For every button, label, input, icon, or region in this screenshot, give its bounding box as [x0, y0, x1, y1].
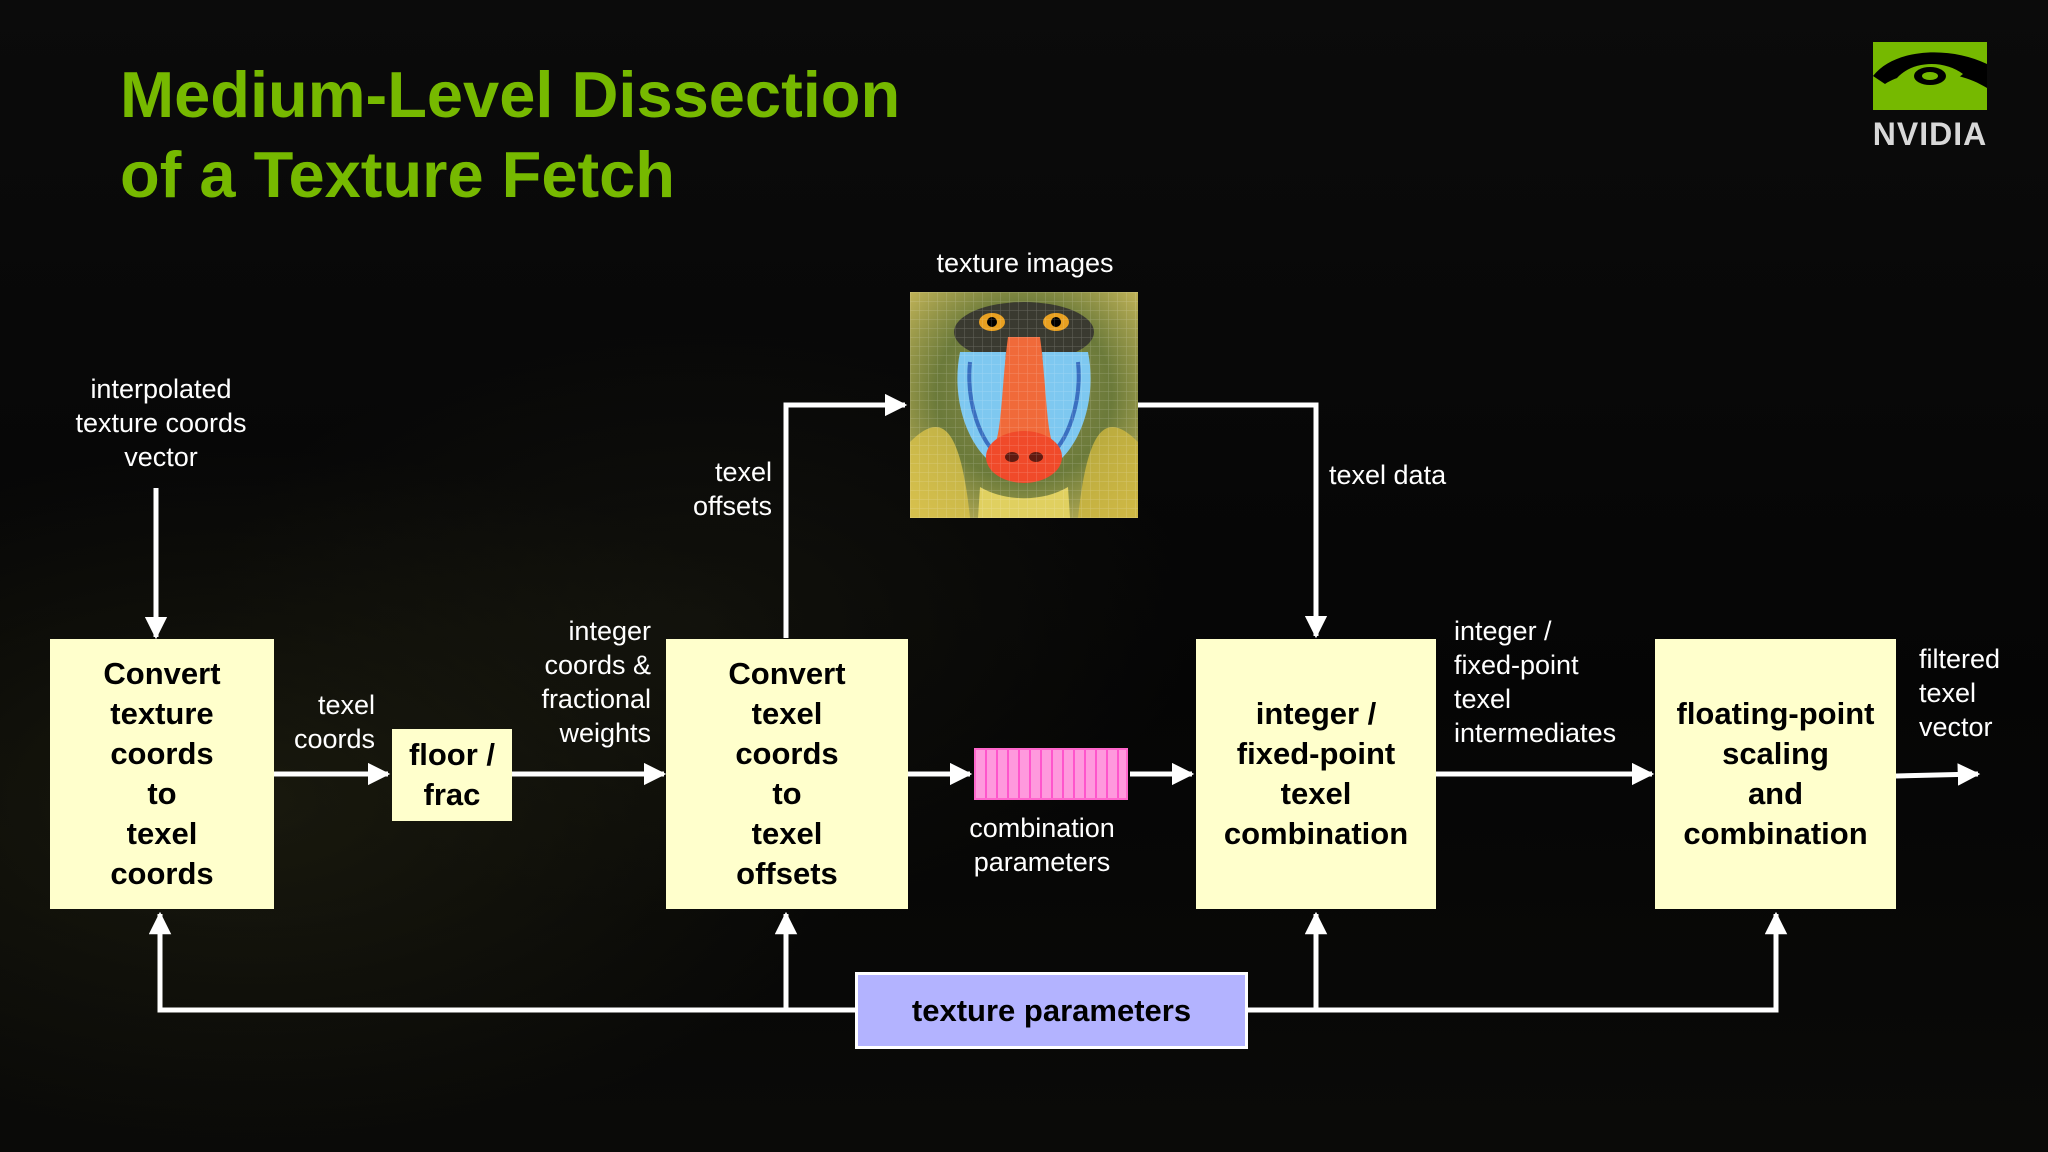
floor-frac-box: floor / frac — [392, 729, 512, 821]
texture-parameters-text: texture parameters — [911, 992, 1192, 1028]
nvidia-logo: NVIDIA — [1855, 38, 2005, 156]
nvidia-wordmark: NVIDIA — [1872, 116, 1988, 152]
texel-coords-label: texel coords — [293, 690, 375, 754]
combination-parameters-register — [974, 748, 1128, 800]
integer-coords-label: integer coords & fractional weights — [541, 616, 651, 748]
arrow-params-to-box4 — [1248, 911, 1788, 1013]
arrow-texel-offsets — [783, 393, 908, 638]
float-scaling-text: floating-point scaling and combination — [1676, 696, 1875, 851]
title-line-2: of a Texture Fetch — [120, 138, 676, 211]
arrow-params-to-box1 — [148, 911, 855, 1013]
arrow-filtered-output — [1895, 763, 1981, 786]
convert-texture-box: Convert texture coords to texel coords — [50, 639, 274, 909]
texel-data-label: texel data — [1329, 460, 1447, 490]
texture-image — [910, 292, 1138, 518]
intermediates-label: integer / fixed-point texel intermediate… — [1454, 616, 1617, 748]
texture-parameters-box: texture parameters — [855, 972, 1248, 1049]
convert-texture-text: Convert texture coords to texel coords — [103, 656, 221, 891]
title-line-1: Medium-Level Dissection — [120, 58, 901, 131]
convert-offsets-text: Convert texel coords to texel offsets — [728, 656, 846, 891]
convert-offsets-box: Convert texel coords to texel offsets — [666, 639, 908, 909]
nvidia-eye-icon — [1873, 42, 1987, 110]
combination-parameters-label: combination parameters — [969, 813, 1115, 877]
slide-title: Medium-Level Dissection of a Texture Fet… — [120, 55, 900, 215]
arrow-texel-data — [1138, 402, 1328, 639]
floor-frac-text: floor / frac — [408, 737, 496, 812]
mandrill-texture-icon — [910, 292, 1138, 518]
float-scaling-box: floating-point scaling and combination — [1655, 639, 1896, 909]
interpolated-vector-label: interpolated texture coords vector — [75, 374, 247, 472]
texel-offsets-label: texel offsets — [692, 457, 772, 521]
integer-combination-box: integer / fixed-point texel combination — [1196, 639, 1436, 909]
integer-combination-text: integer / fixed-point texel combination — [1223, 696, 1409, 851]
texture-images-label: texture images — [936, 248, 1114, 278]
filtered-vector-label: filtered texel vector — [1919, 644, 2001, 742]
